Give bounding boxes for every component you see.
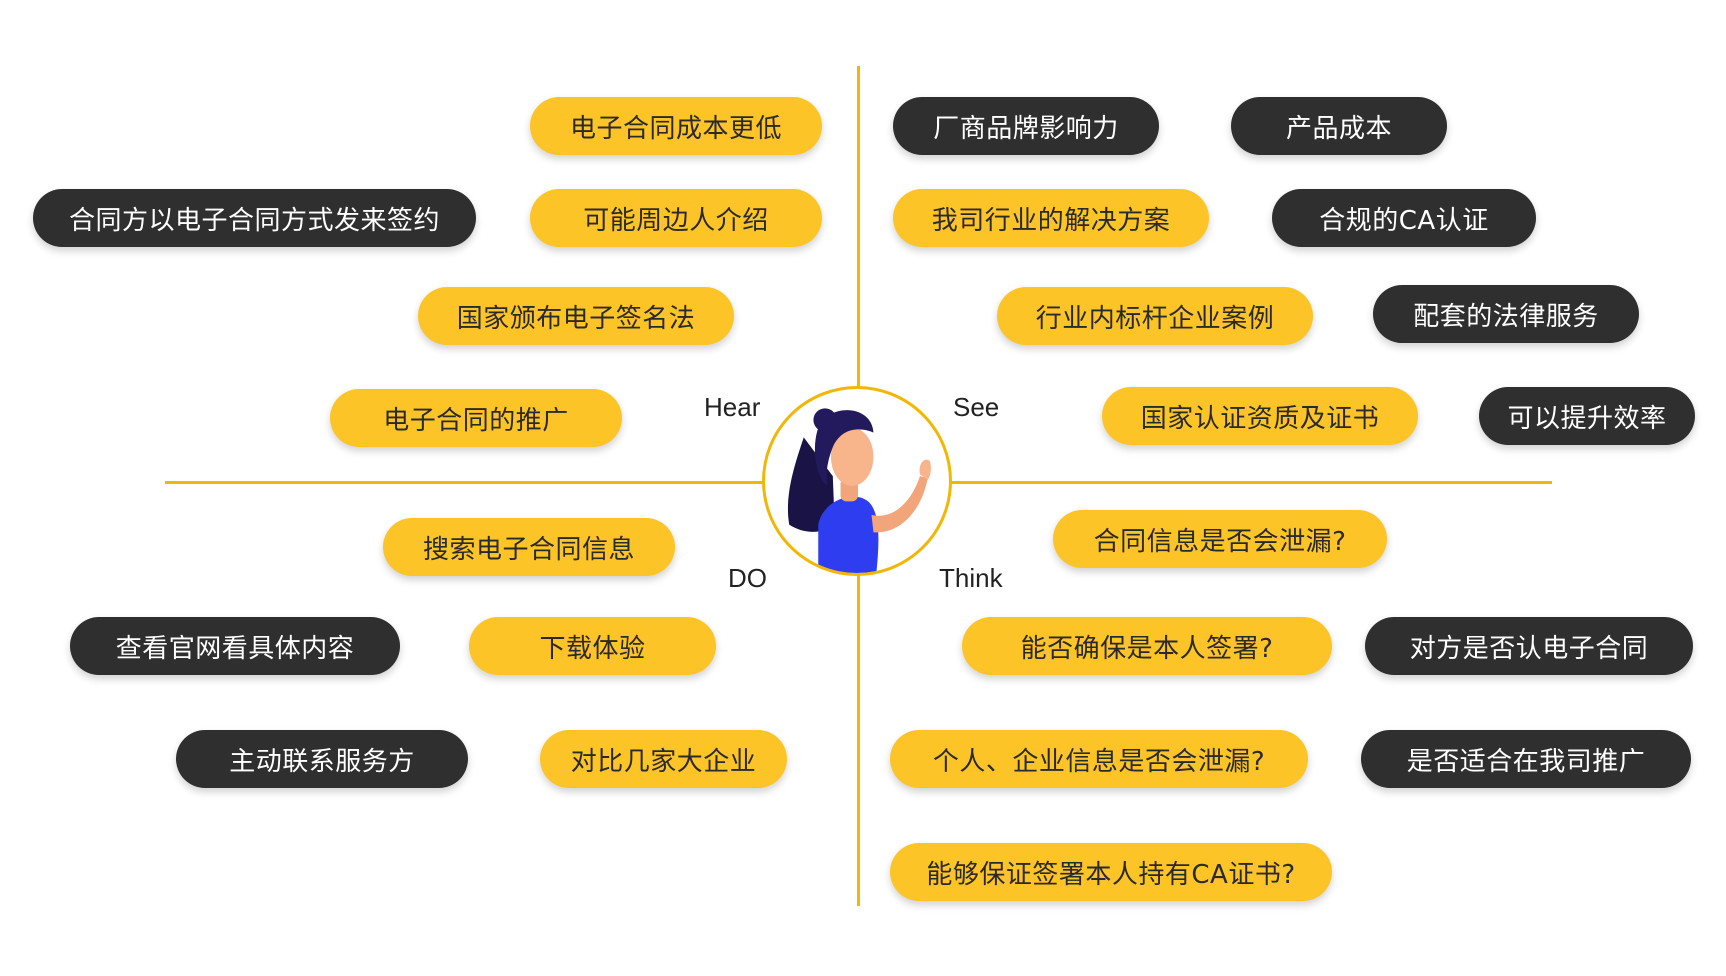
label-think: Think bbox=[939, 563, 1003, 593]
think-item: 合同信息是否会泄漏? bbox=[1053, 510, 1387, 568]
see-item: 可以提升效率 bbox=[1479, 387, 1695, 445]
label-do: DO bbox=[728, 563, 767, 593]
see-item: 配套的法律服务 bbox=[1373, 285, 1639, 343]
do-item: 查看官网看具体内容 bbox=[70, 617, 400, 675]
think-item: 个人、企业信息是否会泄漏? bbox=[890, 730, 1308, 788]
see-item: 行业内标杆企业案例 bbox=[997, 287, 1313, 345]
label-see: See bbox=[953, 392, 1000, 422]
hear-item: 可能周边人介绍 bbox=[530, 189, 822, 247]
see-item: 国家认证资质及证书 bbox=[1102, 387, 1418, 445]
see-item: 产品成本 bbox=[1231, 97, 1447, 155]
see-item: 合规的CA认证 bbox=[1272, 189, 1536, 247]
think-item: 能够保证签署本人持有CA证书? bbox=[890, 843, 1332, 901]
do-item: 下载体验 bbox=[469, 617, 716, 675]
think-item: 能否确保是本人签署? bbox=[962, 617, 1332, 675]
hear-item: 电子合同的推广 bbox=[330, 389, 622, 447]
hear-item: 合同方以电子合同方式发来签约 bbox=[33, 189, 476, 247]
hear-item: 国家颁布电子签名法 bbox=[418, 287, 734, 345]
think-item: 是否适合在我司推广 bbox=[1361, 730, 1691, 788]
label-hear: Hear bbox=[704, 392, 761, 422]
do-item: 主动联系服务方 bbox=[176, 730, 468, 788]
person-avatar-icon bbox=[762, 386, 952, 576]
hear-item: 电子合同成本更低 bbox=[530, 97, 822, 155]
do-item: 搜索电子合同信息 bbox=[383, 518, 675, 576]
do-item: 对比几家大企业 bbox=[540, 730, 787, 788]
see-item: 厂商品牌影响力 bbox=[893, 97, 1159, 155]
see-item: 我司行业的解决方案 bbox=[893, 189, 1209, 247]
think-item: 对方是否认电子合同 bbox=[1365, 617, 1693, 675]
